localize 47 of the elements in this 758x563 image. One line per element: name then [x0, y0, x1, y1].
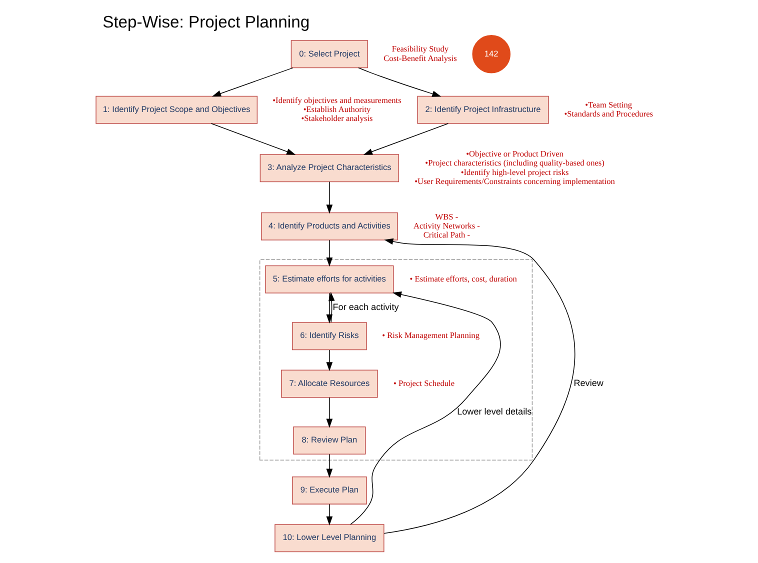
node-label: •Standards and Procedures — [564, 110, 654, 119]
edge-label: For each activity — [332, 302, 399, 312]
node-box: 6: Identify Risks — [292, 322, 367, 350]
node-label: •Team Setting — [585, 100, 632, 110]
diagram-title: Step-Wise: Project Planning — [102, 12, 310, 32]
node-box: 1: Identify Project Scope and Objectives — [96, 96, 258, 124]
node-label: •Identify high-level project risks — [460, 168, 569, 177]
node-label: • Estimate efforts, cost, duration — [410, 274, 517, 284]
node-label: Cost-Benefit Analysis — [384, 54, 457, 63]
node-label: •User Requirements/Constraints concerning implementation — [414, 176, 615, 186]
arrow — [350, 291, 501, 525]
arrow — [210, 123, 296, 155]
node-box: 3: Analyze Project Characteristics — [260, 154, 400, 182]
node-box: 9: Execute Plan — [292, 476, 367, 504]
node-label: Feasibility Study — [392, 44, 449, 54]
node-box: 10: Lower Level Planning — [274, 524, 384, 552]
arrow — [326, 350, 333, 372]
arrow — [328, 292, 335, 323]
arrow — [358, 67, 442, 97]
node-label: Critical Path - — [423, 230, 470, 240]
node-box: 7: Allocate Resources — [281, 370, 378, 398]
node-box: 5: Estimate efforts for activities — [265, 265, 394, 294]
node-box: 4: Identify Products and Activities — [260, 212, 398, 240]
arrow — [326, 397, 333, 428]
label: 142 — [484, 48, 498, 58]
node-label: •Stakeholder analysis — [301, 114, 373, 124]
node-label: Activity Networks - — [413, 222, 480, 231]
cluster — [259, 259, 533, 461]
node-box: 0: Select Project — [290, 40, 368, 68]
arrow — [326, 181, 333, 214]
node-box: 2: Identify Project Infrastructure — [417, 96, 549, 124]
arrow — [326, 454, 333, 478]
edge-label: Lower level details — [457, 406, 532, 416]
node-label: •Objective or Product Driven — [466, 150, 564, 159]
arrow — [384, 238, 576, 534]
node-label: • Risk Management Planning — [382, 331, 480, 340]
arrow — [212, 67, 294, 97]
node-box: 8: Review Plan — [293, 426, 366, 454]
arrow — [363, 123, 449, 155]
node-label: • Project Schedule — [393, 378, 455, 388]
node-label: WBS - — [435, 212, 458, 222]
arrow — [326, 240, 333, 267]
node-label: •Establish Authority — [303, 104, 371, 114]
edge-label: Review — [574, 378, 604, 388]
node-label: •Project characteristics (including quality-based ones) — [425, 158, 604, 168]
arrow — [326, 504, 333, 526]
node-label: •Identify objectives and measurements — [272, 96, 402, 105]
